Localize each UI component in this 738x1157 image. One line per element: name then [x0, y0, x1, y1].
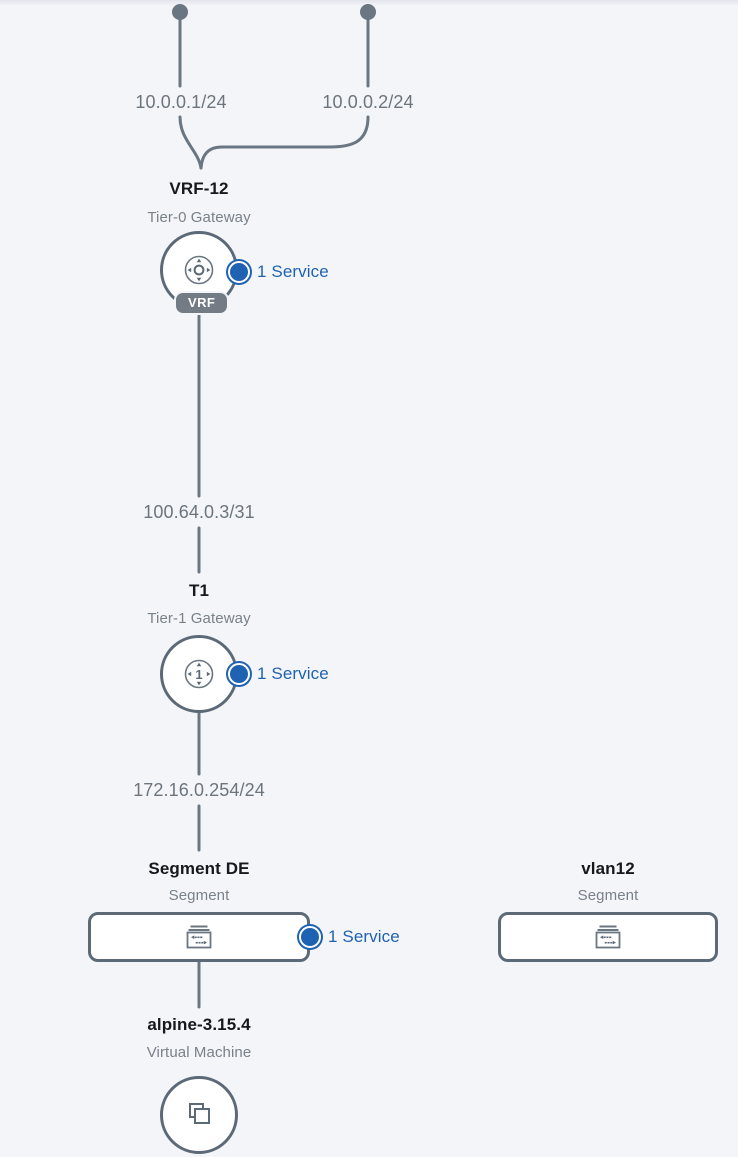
uplink-1-label: 10.0.0.1/24	[135, 92, 227, 112]
link-label-t1-to-segment: 172.16.0.254/24	[133, 780, 265, 800]
virtual-machine-icon	[189, 1103, 210, 1124]
link-label-t0-to-t1: 100.64.0.3/31	[143, 502, 255, 522]
router-tier0-icon	[184, 255, 214, 285]
node-subtitle-alpine-vm: Virtual Machine	[146, 1044, 252, 1061]
vrf-chip: VRF	[174, 291, 230, 315]
uplink-2-endpoint-dot	[360, 4, 376, 20]
node-subtitle-t1: Tier-1 Gateway	[147, 610, 251, 627]
segment-switch-icon	[595, 925, 621, 949]
node-subtitle-vrf-12: Tier-0 Gateway	[147, 209, 251, 226]
node-vlan12[interactable]	[498, 912, 718, 962]
uplink-2-label: 10.0.0.2/24	[322, 92, 414, 112]
service-dot-icon	[299, 926, 321, 948]
svg-text:1: 1	[195, 667, 202, 682]
node-t1[interactable]: 1	[160, 635, 238, 713]
node-title-segment-de: Segment DE	[148, 859, 250, 878]
node-subtitle-segment-de: Segment	[168, 887, 230, 904]
service-dot-icon	[228, 663, 250, 685]
service-label-vrf-12[interactable]: 1 Service	[257, 262, 329, 281]
uplink-1-endpoint-dot	[172, 4, 188, 20]
node-alpine-vm[interactable]	[160, 1076, 238, 1154]
service-dot-icon	[228, 261, 250, 283]
router-tier1-icon: 1	[184, 659, 214, 689]
node-subtitle-vlan12: Segment	[577, 887, 639, 904]
node-title-t1: T1	[188, 581, 210, 600]
segment-switch-icon	[186, 925, 212, 949]
node-title-alpine-vm: alpine-3.15.4	[147, 1015, 251, 1034]
edge-uplink-2-to-vrf	[199, 115, 370, 170]
service-badge-vrf-12[interactable]: 1 Service	[228, 261, 329, 283]
service-label-segment-de[interactable]: 1 Service	[328, 927, 400, 946]
node-title-vlan12: vlan12	[581, 859, 635, 878]
service-badge-t1[interactable]: 1 Service	[228, 663, 329, 685]
service-label-t1[interactable]: 1 Service	[257, 664, 329, 683]
edge-uplink-1-to-vrf	[178, 115, 203, 170]
service-badge-segment-de[interactable]: 1 Service	[299, 926, 400, 948]
node-segment-de[interactable]	[88, 912, 310, 962]
node-title-vrf-12: VRF-12	[169, 179, 229, 198]
